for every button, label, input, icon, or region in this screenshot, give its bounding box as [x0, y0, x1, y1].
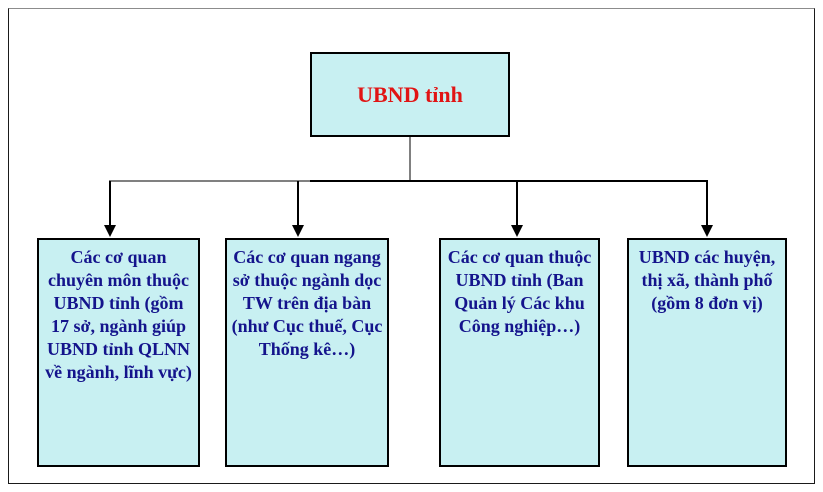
org-box-agencies-under-ubnd: Các cơ quan thuộc UBND tỉnh (Ban Quản lý…: [439, 238, 600, 467]
org-box-specialized-agencies: Các cơ quan chuyên môn thuộc UBND tỉnh (…: [37, 238, 200, 467]
arrow-down-icon: [511, 225, 523, 237]
connector-stem: [409, 137, 411, 181]
org-box-label: Các cơ quan ngang sở thuộc ngành dọc TW …: [231, 247, 383, 359]
org-box-label: Các cơ quan chuyên môn thuộc UBND tỉnh (…: [45, 247, 192, 382]
arrow-down-icon: [292, 225, 304, 237]
connector-horizontal-left: [109, 180, 310, 182]
connector-horizontal-right: [310, 180, 708, 182]
org-box-label: Các cơ quan thuộc UBND tỉnh (Ban Quản lý…: [447, 247, 592, 336]
connector-drop-3: [516, 181, 518, 226]
org-box-label: UBND các huyện, thị xã, thành phố (gồm 8…: [638, 247, 776, 313]
arrow-down-icon: [701, 225, 713, 237]
org-box-root: UBND tỉnh: [310, 52, 510, 137]
org-box-vertical-central-agencies: Các cơ quan ngang sở thuộc ngành dọc TW …: [225, 238, 389, 467]
connector-drop-2: [297, 181, 299, 226]
connector-drop-1: [109, 181, 111, 226]
org-box-district-committees: UBND các huyện, thị xã, thành phố (gồm 8…: [627, 238, 787, 467]
org-box-root-label: UBND tỉnh: [357, 81, 463, 107]
arrow-down-icon: [104, 225, 116, 237]
connector-drop-4: [706, 181, 708, 226]
